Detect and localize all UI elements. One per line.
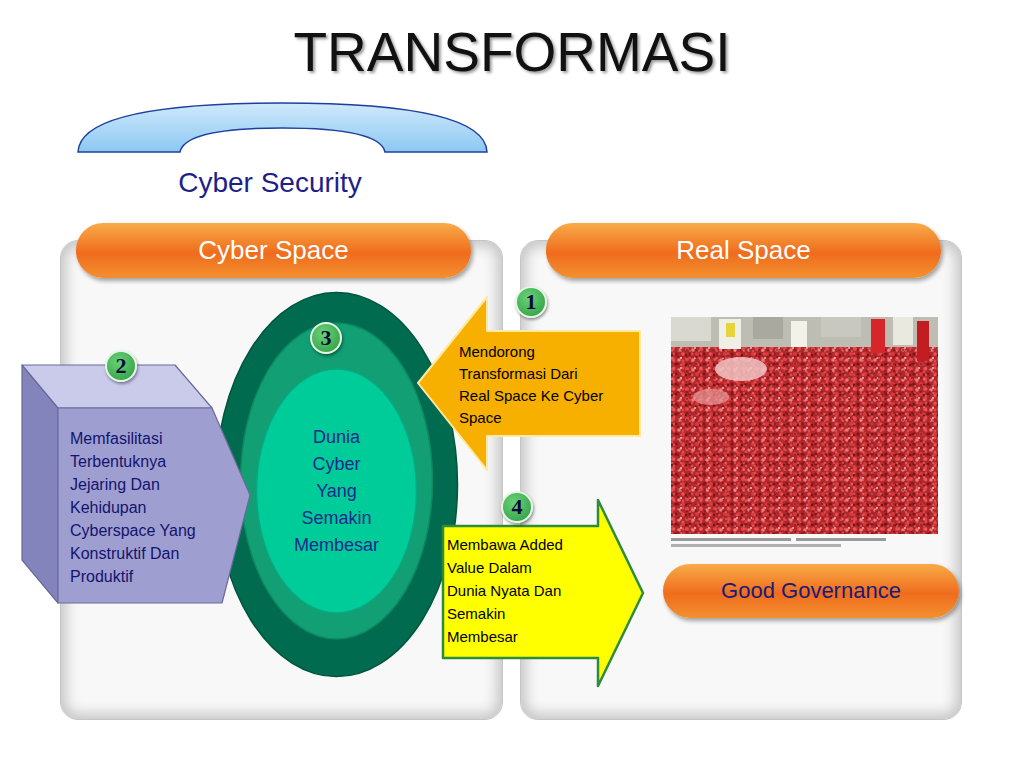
facilitation-box: Memfasilitasi Terbentuknya Jejaring Dan … [22, 365, 252, 605]
governance-pill: Good Governance [663, 564, 959, 618]
panel-header: Cyber Space [76, 223, 471, 278]
callout-number: 4 [501, 491, 533, 523]
section-label: Cyber Security [120, 166, 420, 200]
callout-number: 1 [515, 286, 547, 318]
ellipse-ring [257, 369, 417, 613]
value-arrow: Membawa Added Value Dalam Dunia Nyata Da… [443, 500, 645, 686]
page-title: TRANSFORMASI [0, 22, 1024, 82]
box-text: Memfasilitasi Terbentuknya Jejaring Dan … [70, 427, 220, 588]
crowd-photo [671, 317, 938, 549]
arrow-text: Mendorong Transformasi Dari Real Space K… [459, 341, 608, 429]
callout-number: 3 [310, 322, 342, 354]
transform-arrow-outline [418, 297, 642, 470]
callout-number: 2 [105, 350, 137, 382]
pill-text: Good Governance [663, 564, 959, 618]
cyber-security-arc [78, 103, 487, 152]
ellipse-text: Dunia Cyber Yang Semakin Membesar [292, 424, 382, 559]
transform-arrow: Mendorong Transformasi Dari Real Space K… [418, 297, 642, 470]
ellipse-ring [241, 323, 433, 639]
shape-face [418, 297, 640, 470]
shape-face [443, 500, 643, 686]
ellipse-ring [216, 293, 458, 677]
panel-header: Real Space [546, 223, 941, 278]
shape-face [58, 408, 250, 603]
arrow-text: Membawa Added Value Dalam Dunia Nyata Da… [447, 533, 571, 648]
